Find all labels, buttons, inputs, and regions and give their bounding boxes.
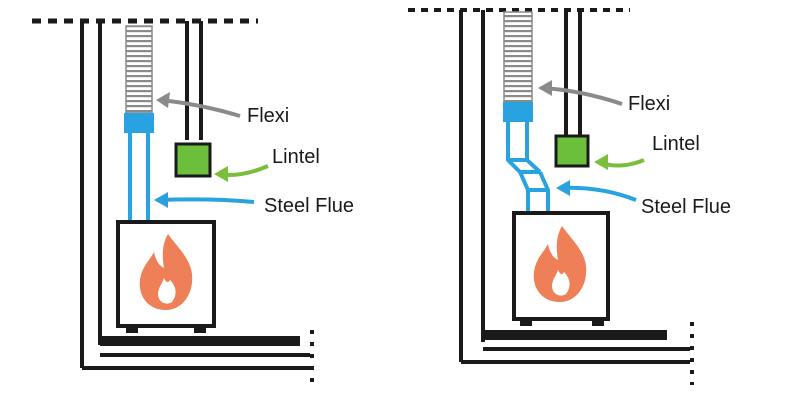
- diagram-left: Flexi Lintel Steel Flue: [32, 18, 354, 385]
- label-flexi: Flexi: [628, 93, 670, 115]
- stove-foot-right: [194, 326, 206, 333]
- flame-icon: [139, 234, 193, 310]
- flexi-liner: [125, 25, 153, 114]
- arrow-icon: [594, 154, 645, 170]
- stove-foot-left: [520, 319, 532, 326]
- flexi-connector: [124, 113, 154, 133]
- label-lintel: Lintel: [272, 146, 320, 168]
- flame-icon: [533, 226, 587, 302]
- lintel: [554, 134, 590, 168]
- arrow-icon: [556, 180, 637, 202]
- arrow-icon: [538, 80, 623, 106]
- label-lintel: Lintel: [652, 133, 700, 155]
- arrow-icon: [154, 192, 255, 208]
- hearth: [82, 330, 314, 385]
- chimney-wall: [80, 21, 203, 368]
- steel-flue: [506, 122, 550, 212]
- diagram-right: Flexi Lintel Steel Flue: [408, 8, 731, 385]
- stove-foot-right: [592, 319, 604, 326]
- flexi-liner: [503, 11, 533, 103]
- flexi-connector: [503, 102, 533, 122]
- label-steel-flue: Steel Flue: [264, 195, 354, 217]
- chimney-wall: [459, 10, 582, 362]
- hearth: [461, 322, 694, 385]
- label-flexi: Flexi: [247, 105, 289, 127]
- label-steel-flue: Steel Flue: [641, 196, 731, 218]
- lintel: [174, 142, 212, 178]
- arrow-icon: [156, 92, 241, 118]
- stove-foot-left: [126, 326, 138, 333]
- arrow-icon: [214, 164, 269, 182]
- steel-flue: [128, 133, 150, 220]
